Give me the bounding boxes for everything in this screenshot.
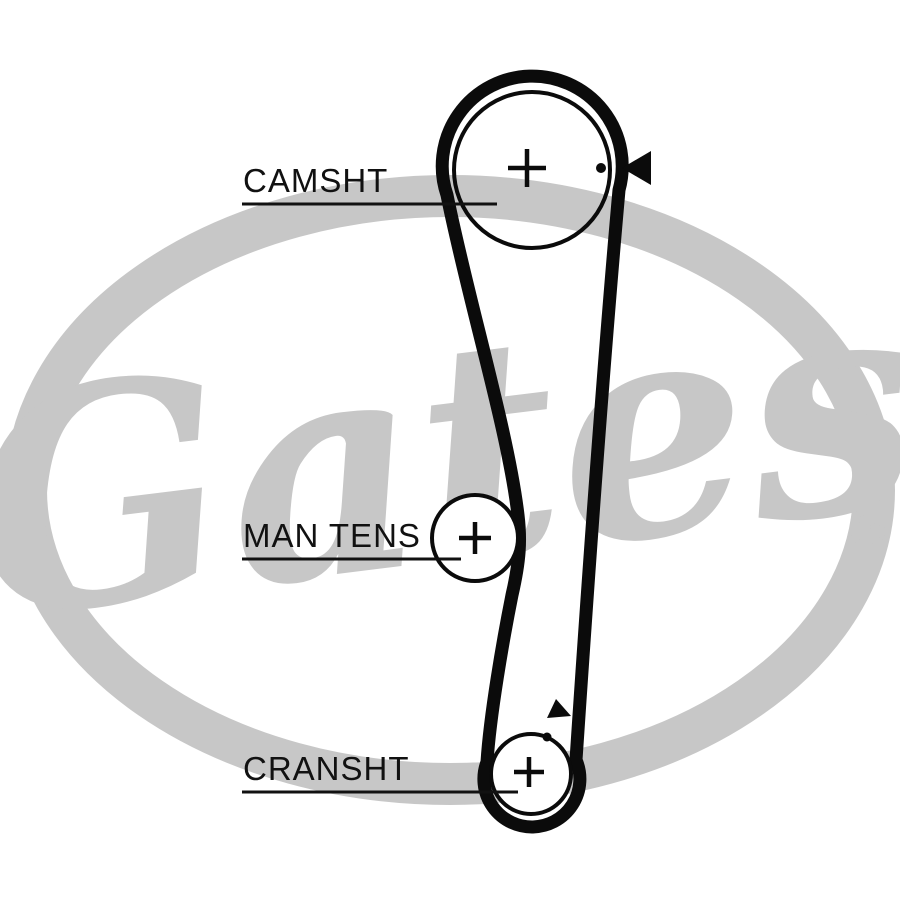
manual-tensioner bbox=[430, 493, 520, 583]
camshaft-label-text: CAMSHT bbox=[243, 162, 388, 199]
registered-trademark-symbol: ® bbox=[845, 505, 891, 559]
camshaft-arrow-icon bbox=[622, 151, 651, 185]
camshaft-circle bbox=[452, 90, 612, 250]
camshaft-timing-dot bbox=[596, 163, 606, 173]
crankshaft-plus-mark bbox=[514, 757, 544, 787]
label-tensioner: MAN TENS bbox=[242, 517, 461, 561]
crankshaft-sprocket bbox=[489, 699, 573, 816]
tensioner-label-text: MAN TENS bbox=[243, 517, 421, 554]
crankshaft-timing-dot bbox=[542, 732, 552, 742]
timing-belt-path bbox=[435, 69, 629, 834]
crankshaft-arrow-icon bbox=[547, 699, 571, 718]
label-crankshaft: CRANSHT bbox=[242, 750, 518, 794]
label-camshaft: CAMSHT bbox=[242, 162, 497, 206]
gates-watermark: Gates ® bbox=[0, 175, 900, 805]
camshaft-plus-mark bbox=[508, 149, 546, 187]
crankshaft-label-text: CRANSHT bbox=[243, 750, 410, 787]
camshaft-sprocket bbox=[452, 90, 651, 250]
tensioner-plus-mark bbox=[459, 522, 491, 554]
